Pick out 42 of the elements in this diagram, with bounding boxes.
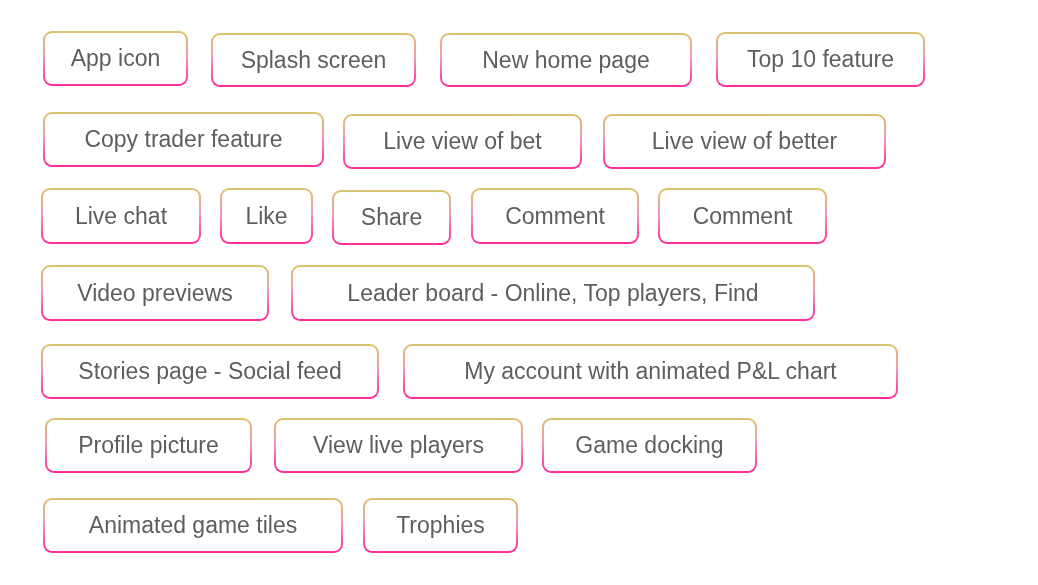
- feature-tag: [332, 190, 451, 245]
- feature-tag: [220, 188, 313, 244]
- feature-tag: [440, 33, 692, 87]
- feature-tag: [274, 418, 523, 473]
- feature-label: Share: [360, 204, 423, 231]
- feature-label: View live players: [313, 432, 484, 459]
- feature-label: Live view of better: [651, 128, 838, 155]
- feature-tag: [603, 114, 886, 169]
- feature-tag: [43, 498, 343, 553]
- feature-label: Animated game tiles: [88, 512, 298, 539]
- feature-label: Profile picture: [78, 432, 219, 459]
- feature-tag: [542, 418, 757, 473]
- feature-tag: [41, 344, 379, 399]
- feature-label: Video previews: [77, 279, 233, 307]
- feature-label: Game docking: [575, 432, 724, 459]
- feature-label: Top 10 feature: [746, 46, 895, 73]
- feature-tag: [471, 188, 639, 244]
- feature-tag: [343, 114, 582, 169]
- feature-label: Stories page - Social feed: [78, 358, 342, 385]
- feature-label: Live chat: [74, 202, 168, 230]
- feature-label: New home page: [482, 46, 650, 74]
- feature-label: Splash screen: [240, 46, 387, 74]
- feature-label: Copy trader feature: [84, 126, 283, 153]
- feature-tag: [658, 188, 827, 244]
- feature-label: App icon: [70, 45, 161, 72]
- feature-tag: [41, 188, 201, 244]
- feature-label: My account with animated P&L chart: [464, 358, 837, 385]
- feature-tag: [43, 31, 188, 86]
- feature-tag: [291, 265, 815, 321]
- feature-label: Live view of bet: [383, 128, 542, 155]
- feature-tag: [211, 33, 416, 87]
- feature-tag: [43, 112, 324, 167]
- feature-tag: [363, 498, 518, 553]
- feature-label: Comment: [505, 202, 605, 230]
- feature-tag: [41, 265, 269, 321]
- feature-label: Like: [245, 202, 288, 230]
- feature-tag: [45, 418, 252, 473]
- feature-tag: [716, 32, 925, 87]
- feature-label: Comment: [692, 202, 793, 230]
- feature-label: Leader board - Online, Top players, Find: [347, 279, 759, 307]
- feature-label: Trophies: [396, 512, 485, 539]
- feature-tag: [403, 344, 898, 399]
